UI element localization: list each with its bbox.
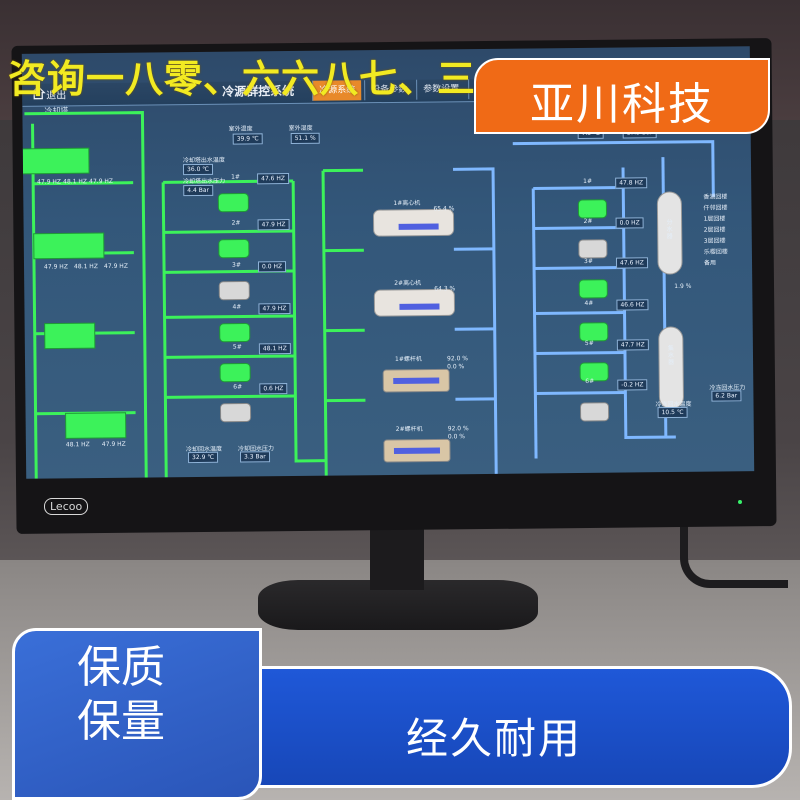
cooling-pump-5-hz: 48.1 HZ <box>258 343 291 355</box>
chiller-4-pct: 92.0 % <box>447 425 469 433</box>
power-led-icon <box>738 500 742 504</box>
cooling-pump-2-hz: 47.9 HZ <box>257 219 290 231</box>
distributor-label: 分水器 <box>666 219 673 241</box>
chilled-pump-1-hz: 47.8 HZ <box>615 177 648 189</box>
chiller-2-pct: 64.3 % <box>434 285 456 293</box>
monitor-screen: 退出 冷源群控系统 冷源系统 设备参数 参数设置 历史 冷却塔 <box>21 46 755 479</box>
chilled-pump-5-hz: 47.7 HZ <box>616 339 649 351</box>
collector-label: 集水器 <box>667 345 675 367</box>
quality-badge: 保质 保量 <box>12 628 262 800</box>
chiller-1-pct: 65.4 % <box>433 205 455 213</box>
durable-text: 经久耐用 <box>405 714 582 763</box>
power-cable <box>680 500 788 588</box>
home-icon[interactable] <box>30 85 46 101</box>
cooling-pump-1-hz: 47.6 HZ <box>257 173 290 185</box>
monitor-stand-neck <box>370 520 424 590</box>
chilled-pump-3-hz: 47.6 HZ <box>615 257 648 269</box>
chilled-return-pressure-value: 6.2 Bar <box>711 390 742 402</box>
cooling-pump-3-name: 3# <box>231 261 241 269</box>
chilled-pump-4-hz: 46.6 HZ <box>616 299 649 311</box>
branch-item: 乐樱回楼 <box>703 248 728 256</box>
cooling-pump-6-hz: 0.6 HZ <box>259 383 288 395</box>
branch-list: 香湖回楼 仟邻回楼 1层回楼 2层回楼 3层回楼 乐樱回楼 备用 <box>703 191 728 268</box>
chilled-pump-2-name: 2# <box>583 217 593 225</box>
outdoor-temp-value: 39.9 ℃ <box>232 133 263 145</box>
chilled-pump-4-name: 4# <box>584 299 594 307</box>
chiller-2-name: 2#离心机 <box>394 279 422 287</box>
chilled-pump-6-name: 6# <box>585 377 595 385</box>
return-temp-value: 32.9 ℃ <box>187 451 219 464</box>
cooling-pump-2-name: 2# <box>231 219 241 227</box>
tower-out-temp-value: 36.0 ℃ <box>182 163 214 176</box>
tower-out-pressure-value: 4.4 Bar <box>183 184 214 197</box>
chiller-1-name: 1#离心机 <box>393 199 421 207</box>
cooling-pump-4-hz: 47.9 HZ <box>258 303 291 315</box>
chiller-4-pct2: 0.0 % <box>447 433 466 441</box>
tower-4-hz: 47.9 HZ <box>43 263 68 271</box>
tower-6-hz: 47.9 HZ <box>103 262 128 270</box>
tower-3-hz: 47.9 HZ <box>89 177 114 186</box>
cooling-pump-4-name: 4# <box>232 303 242 311</box>
branch-item: 2层回楼 <box>703 226 726 234</box>
branch-item: 3层回楼 <box>703 237 726 245</box>
tower-1-hz: 47.9 HZ <box>37 178 62 186</box>
tower-2-hz: 48.1 HZ <box>63 178 88 186</box>
branch-item: 备用 <box>703 259 717 267</box>
brand-text: 亚川科技 <box>530 79 714 130</box>
quality-line-2: 保量 <box>77 696 165 747</box>
durable-banner: 经久耐用 <box>246 666 792 788</box>
cooling-pump-1-name: 1# <box>231 173 240 181</box>
chilled-pump-2-hz: 0.0 HZ <box>615 217 644 229</box>
branch-item: 1层回楼 <box>703 215 726 223</box>
outdoor-humidity-label: 室外湿度 <box>288 124 313 133</box>
chiller-4-name: 2#螺杆机 <box>395 425 423 433</box>
outdoor-temp-label: 室外温度 <box>228 125 253 133</box>
tower-7-hz: 48.1 HZ <box>65 441 90 449</box>
tower-out-temp-label: 冷却塔出水温度 <box>182 156 225 165</box>
return-pressure-value: 3.3 Bar <box>239 451 270 463</box>
chiller-3-pct2: 0.0 % <box>447 363 465 371</box>
bypass-percent: 1.9 % <box>674 282 692 291</box>
quality-line-1: 保质 <box>77 642 165 693</box>
outdoor-humidity-value: 51.1 % <box>290 132 320 145</box>
tower-out-pressure-label: 冷却塔出水压力 <box>183 177 226 186</box>
cooling-pump-3-hz: 0.0 HZ <box>257 261 287 273</box>
chilled-return-temp-value: 10.5 ℃ <box>657 406 688 419</box>
tower-8-hz: 47.9 HZ <box>101 440 126 449</box>
chiller-3-name: 1#螺杆机 <box>394 355 422 363</box>
branch-item: 香湖回楼 <box>703 193 728 201</box>
chilled-pump-6-hz: -0.2 HZ <box>617 379 648 391</box>
cooling-pump-5-name: 5# <box>232 343 242 351</box>
chiller-3-pct: 92.0 % <box>446 355 469 363</box>
chilled-pump-1-name: 1# <box>583 177 593 185</box>
tower-5-hz: 48.1 HZ <box>73 263 98 271</box>
cooling-pump-6-name: 6# <box>233 383 243 391</box>
chilled-pump-3-name: 3# <box>583 257 593 265</box>
branch-item: 仟邻回楼 <box>703 204 728 212</box>
quality-text: 保质 保量 <box>77 641 237 749</box>
chilled-pump-5-name: 5# <box>584 339 594 347</box>
flow-diagram <box>22 111 715 479</box>
brand-badge: 亚川科技 <box>474 58 770 134</box>
monitor-brand-logo: Lecoo <box>44 498 89 515</box>
